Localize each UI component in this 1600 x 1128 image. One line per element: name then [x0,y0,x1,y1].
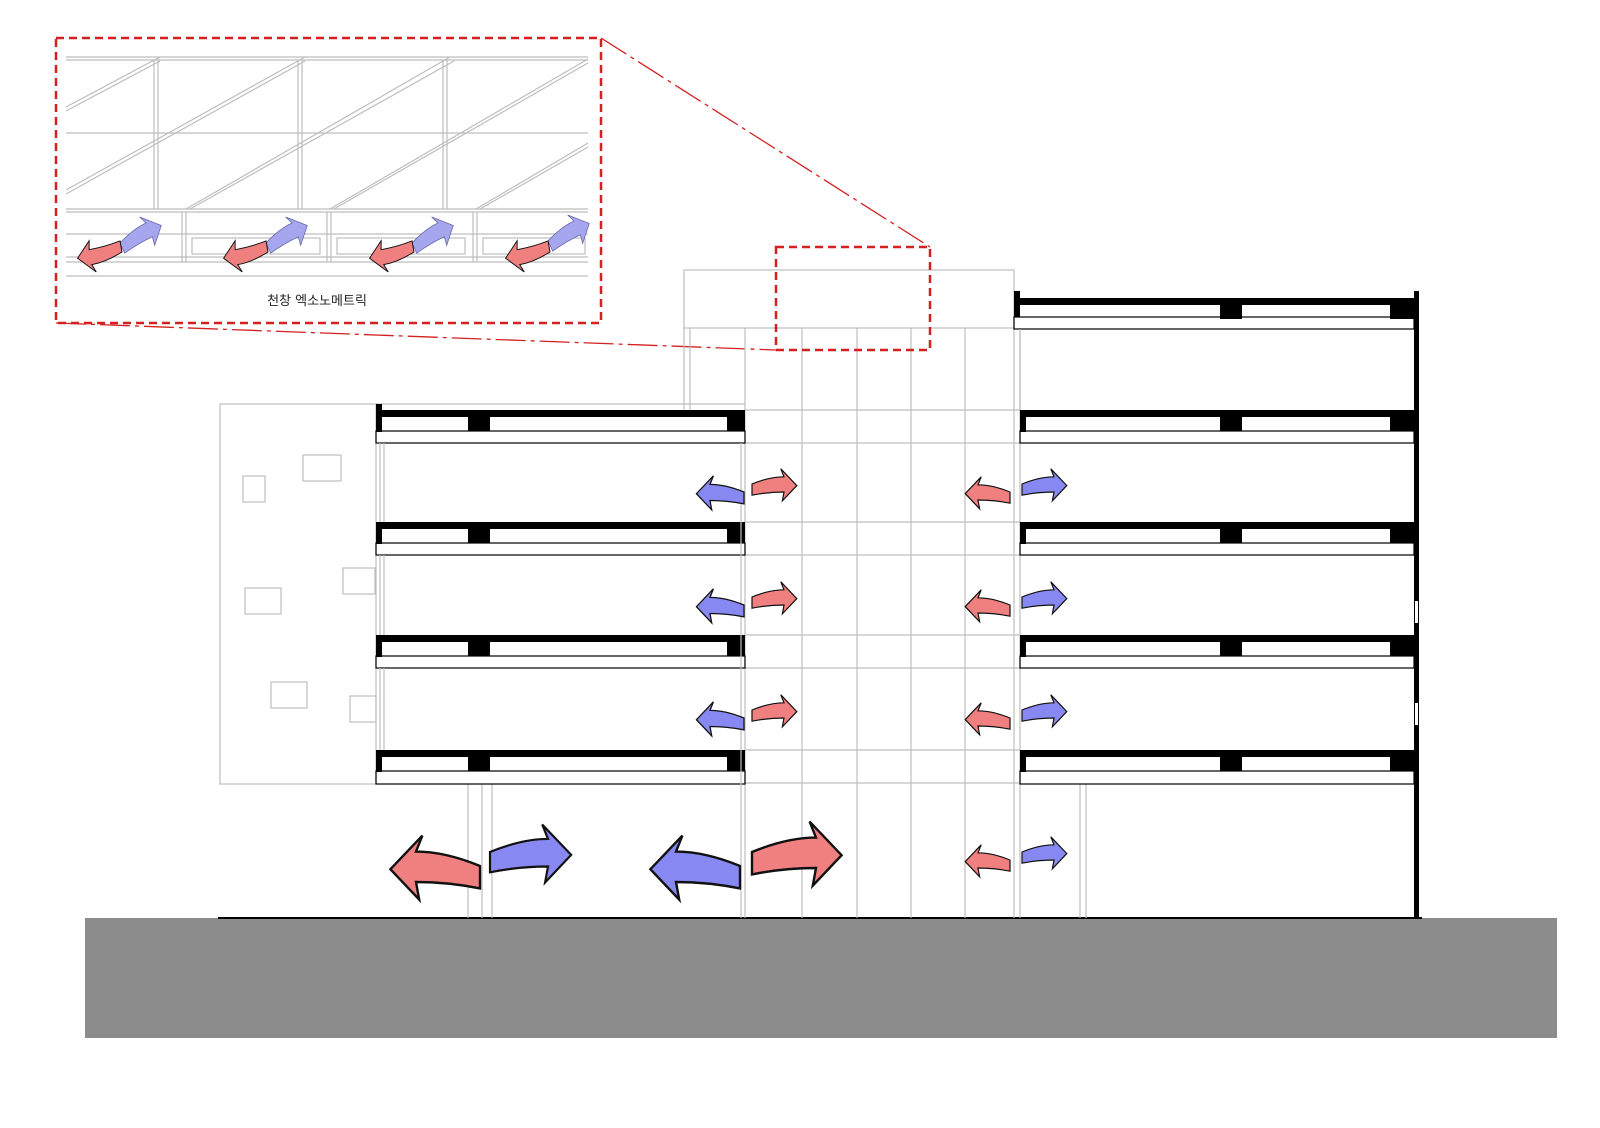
warm-air-arrow-icon [964,476,1011,510]
left-wing-slabs [375,404,746,918]
left-slab-level-2 [375,750,746,785]
left-slab-level-5 [375,404,746,444]
warm-air-arrow-icon [751,581,798,615]
cool-air-arrow-icon [488,823,573,884]
warm-air-arrow-icon [750,820,843,887]
skylight-callout-box [774,245,932,352]
skylight-axonometric-inset: 천창 엑소노메트릭 [54,36,603,325]
cool-air-arrow-icon [1021,581,1068,615]
warm-air-arrow-icon [74,234,126,276]
cool-air-arrow-icon [1021,468,1068,502]
cool-air-arrow-icon [649,834,742,901]
ground [85,918,1557,1038]
inset-airflow [74,207,597,276]
warm-air-arrow-icon [751,468,798,502]
warm-air-arrow-icon [964,702,1011,736]
cool-air-arrow-icon [695,588,745,624]
cool-air-arrow-icon [695,701,745,737]
warm-air-arrow-icon [502,234,554,276]
inset-frame [54,36,603,325]
right-slab-level-4 [1019,522,1415,556]
right-slab-level-3 [1019,635,1415,669]
right-wing-slabs [1013,291,1419,918]
warm-air-arrow-icon [220,234,272,276]
left-elevation-wall [219,403,377,785]
warm-air-arrow-icon [964,844,1011,878]
right-slab-roof [1013,291,1415,330]
right-exterior-wall [1414,291,1419,918]
warm-air-arrow-icon [389,834,482,901]
warm-air-arrow-icon [964,589,1011,623]
right-slab-level-2 [1019,750,1415,785]
callout-leaders [55,37,931,351]
right-slab-level-5 [1019,410,1415,444]
left-slab-level-4 [375,522,746,556]
warm-air-arrow-icon [751,694,798,728]
cool-air-arrow-icon [695,475,745,511]
left-slab-level-3 [375,635,746,669]
warm-air-arrow-icon [366,234,418,276]
cool-air-arrow-icon [1021,694,1068,728]
skylight-linework [65,56,589,277]
inset-caption: 천창 엑소노메트릭 [267,294,367,309]
cool-air-arrow-icon [1021,836,1068,870]
